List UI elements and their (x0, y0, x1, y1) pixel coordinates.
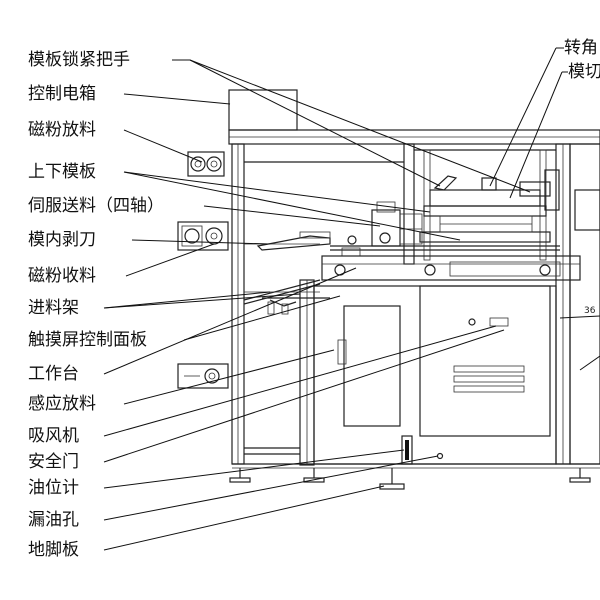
upper-die-plate (429, 189, 541, 207)
magnetic-unwind (187, 151, 225, 177)
fan-vent (453, 365, 525, 393)
label-die-cut: 模切 (568, 62, 600, 82)
magnetic-rewind (177, 221, 229, 251)
label-oil-gauge: 油位计 (28, 478, 79, 498)
label-feed-rack: 进料架 (28, 298, 79, 318)
sensor-unwind (177, 363, 229, 389)
label-magnetic-unwind: 磁粉放料 (28, 120, 96, 140)
label-upper-lower-die: 上下模板 (28, 162, 96, 182)
servo-feed (371, 209, 401, 247)
label-safety-door: 安全门 (28, 452, 79, 472)
work-table (321, 255, 581, 281)
label-foot-plate: 地脚板 (28, 540, 79, 560)
oil-drain-hole (436, 452, 444, 460)
label-oil-drain-hole: 漏油孔 (28, 510, 79, 530)
cabinet-door-right (419, 285, 551, 437)
label-work-table: 工作台 (28, 364, 79, 384)
die-lock-handle (433, 175, 458, 191)
label-servo-feed: 伺服送料（四轴） (28, 196, 164, 216)
label-corner: 转角 (564, 38, 598, 58)
lower-die-plate (419, 231, 551, 243)
leader-lines (103, 59, 531, 551)
label-touch-panel: 触摸屏控制面板 (28, 330, 147, 350)
cabinet (313, 285, 557, 465)
dimension-mark: 36 (584, 306, 596, 316)
label-magnetic-rewind: 磁粉收料 (28, 266, 96, 286)
label-sensor-unwind: 感应放料 (28, 394, 96, 414)
control-box (228, 89, 298, 131)
right-leader-lines (489, 47, 600, 371)
label-control-box: 控制电箱 (28, 84, 96, 104)
label-fan: 吸风机 (28, 426, 79, 446)
label-die-lock-handle: 模板锁紧把手 (28, 50, 130, 70)
label-stripper-knife: 模内剥刀 (28, 230, 96, 250)
foot-plate (229, 468, 591, 490)
touch-panel (343, 305, 401, 427)
